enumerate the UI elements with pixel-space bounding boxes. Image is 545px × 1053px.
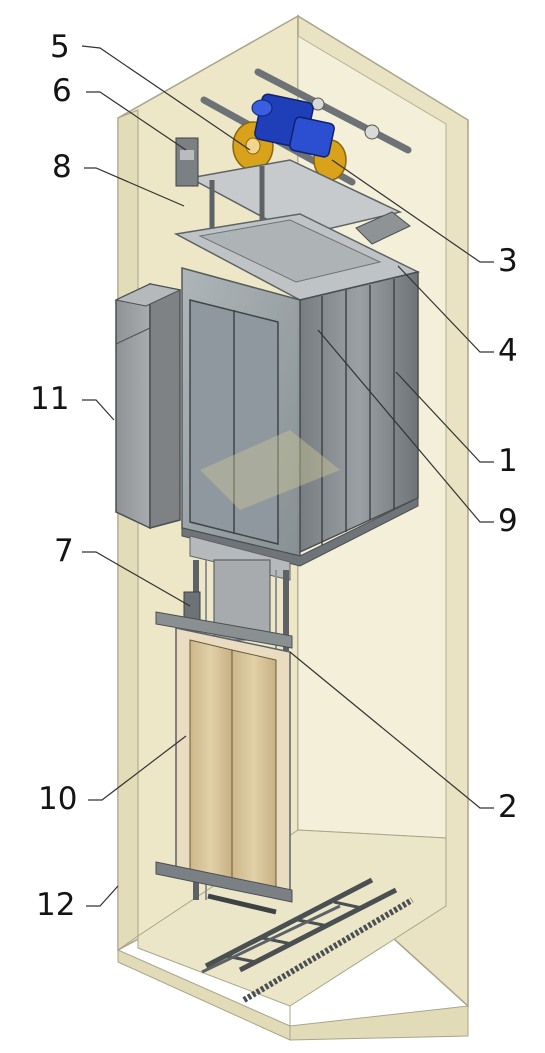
leader-12 bbox=[86, 885, 119, 907]
leader-11 bbox=[82, 399, 115, 421]
leader-1 bbox=[395, 371, 494, 463]
landing-door-panel-left bbox=[189, 639, 233, 883]
elevator-car bbox=[173, 213, 421, 581]
shaft-left-wall bbox=[117, 109, 139, 951]
rope-hitch bbox=[355, 211, 411, 245]
callout-4: 4 bbox=[498, 333, 518, 369]
ladder-rung bbox=[333, 900, 363, 910]
leader-10 bbox=[88, 735, 187, 801]
callout-9: 9 bbox=[498, 503, 518, 539]
rail-clamp bbox=[364, 124, 380, 140]
leader-6 bbox=[86, 91, 187, 151]
leader-7 bbox=[82, 551, 191, 607]
pit-rail-d bbox=[201, 904, 341, 974]
control-cabinet bbox=[114, 282, 182, 530]
leader-5 bbox=[81, 45, 251, 151]
sheave-hub bbox=[245, 137, 261, 155]
ladder-rung bbox=[261, 936, 293, 946]
landing-door-panel-right bbox=[231, 649, 277, 891]
callout-12: 12 bbox=[36, 887, 76, 923]
leader-8 bbox=[84, 167, 185, 207]
car-interior-hint bbox=[200, 430, 340, 510]
pit-equipment bbox=[201, 877, 414, 1003]
callout-6: 6 bbox=[52, 73, 72, 109]
callout-5: 5 bbox=[50, 29, 70, 65]
callout-7: 7 bbox=[54, 533, 74, 569]
cabinet-side bbox=[149, 283, 181, 529]
ladder-rung bbox=[297, 918, 329, 928]
leader-lines bbox=[81, 45, 494, 907]
cabinet-door-seam bbox=[115, 327, 151, 345]
cabinet-top bbox=[114, 283, 182, 307]
motor-cap bbox=[251, 99, 273, 117]
pit-ladder-rail-b bbox=[238, 887, 398, 973]
leader-2 bbox=[289, 651, 494, 809]
landing-sill bbox=[155, 861, 293, 903]
callout-3: 3 bbox=[498, 243, 518, 279]
cabinet-front bbox=[115, 282, 151, 530]
governor-detail bbox=[180, 150, 194, 160]
callout-1: 1 bbox=[498, 443, 518, 479]
callout-10: 10 bbox=[38, 781, 78, 817]
callout-2: 2 bbox=[498, 789, 518, 825]
landing-door bbox=[155, 611, 293, 903]
callout-8: 8 bbox=[52, 149, 72, 185]
leader-4 bbox=[397, 265, 494, 353]
callout-11: 11 bbox=[30, 381, 70, 417]
pit-ladder-rail-a bbox=[204, 877, 374, 969]
landing-door-header bbox=[155, 611, 293, 649]
hoist-gearbox bbox=[289, 116, 335, 158]
rail-bottom-ends bbox=[207, 893, 277, 915]
car-roof-top bbox=[198, 219, 382, 283]
machine-rail-back bbox=[254, 68, 412, 154]
pit-rail-c bbox=[242, 897, 414, 1003]
leader-3 bbox=[331, 159, 494, 263]
leader-9 bbox=[317, 329, 494, 523]
